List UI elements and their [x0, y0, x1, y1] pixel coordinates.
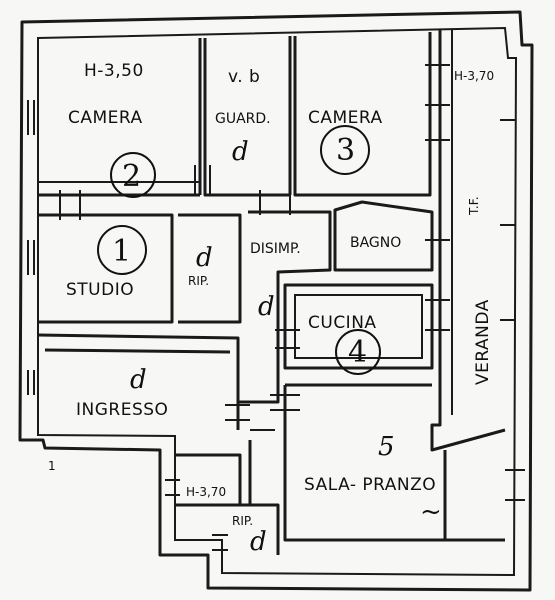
disimp-mark: d	[258, 292, 275, 322]
cucina-number: 4	[348, 335, 367, 370]
ingresso-mark: d	[130, 365, 147, 395]
sala-mark: ~	[420, 497, 442, 527]
wall-camera2	[38, 38, 202, 197]
wall-guard	[203, 36, 292, 197]
wall-cucina-inner	[294, 294, 423, 359]
studio-number: 1	[112, 234, 131, 269]
rip1-label: RIP.	[188, 274, 209, 288]
opening-ticks	[27, 64, 525, 551]
bagno-label: BAGNO	[350, 235, 401, 251]
wall-ingresso	[37, 333, 240, 430]
guard-top: v. b	[228, 67, 260, 87]
camera2-height: H-3,50	[84, 61, 144, 81]
wall-veranda	[430, 30, 506, 452]
wall-sala	[283, 383, 505, 542]
ingresso-label: INGRESSO	[76, 400, 168, 420]
sala-number: 5	[378, 432, 395, 462]
corner-mark: 1	[48, 459, 56, 473]
cucina-label: CUCINA	[308, 313, 377, 333]
cucina-number-circle	[335, 329, 381, 375]
sala-label: SALA- PRANZO	[304, 475, 436, 495]
wall-rip2	[222, 440, 280, 555]
guard-mark: d	[232, 137, 249, 167]
outer-wall	[18, 10, 534, 592]
camera2-number-circle	[110, 152, 156, 198]
wall-studio	[38, 213, 174, 324]
wall-cucina	[283, 283, 434, 370]
rip2-mark: d	[250, 527, 267, 557]
hsmall-height: H-3,70	[186, 485, 226, 499]
guard-label: GUARD.	[215, 111, 271, 127]
outer-wall-inner	[37, 26, 518, 577]
rip1-mark: d	[196, 243, 213, 273]
studio-label: STUDIO	[66, 280, 134, 300]
camera3-number: 3	[336, 133, 355, 168]
wall-camera3	[293, 32, 432, 197]
camera2-number: 2	[122, 159, 141, 194]
veranda-label: VERANDA	[473, 299, 493, 385]
studio-number-circle	[97, 225, 147, 275]
disimp-label: DISIMP.	[250, 241, 301, 257]
veranda-height: H-3,70	[454, 69, 494, 83]
camera3-label: CAMERA	[308, 108, 383, 128]
wall-rip1	[178, 213, 242, 324]
veranda-mark: T.F.	[467, 196, 481, 216]
camera2-label: CAMERA	[68, 108, 143, 128]
wall-hsmall	[175, 453, 242, 507]
camera3-number-circle	[320, 125, 370, 175]
rip2-label: RIP.	[232, 514, 253, 528]
